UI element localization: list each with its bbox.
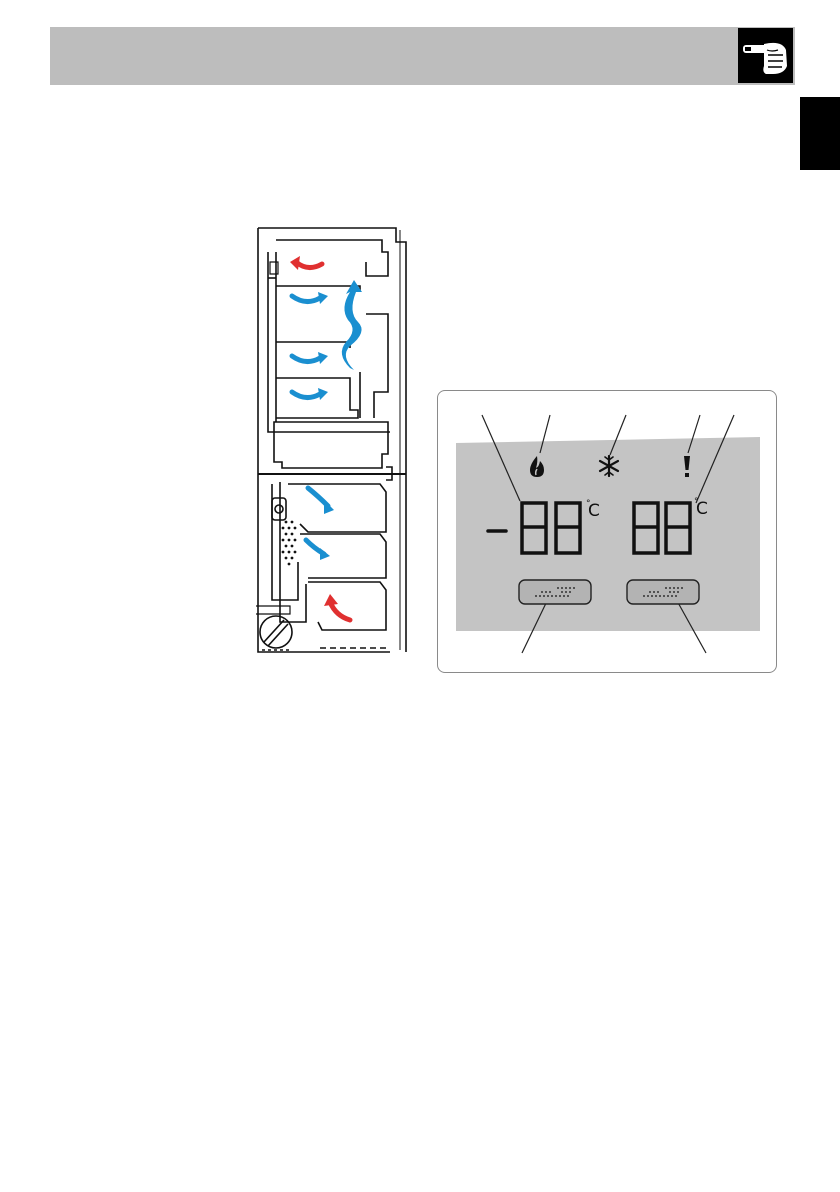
- hand-pointing-icon: [738, 28, 793, 83]
- left-zone-button[interactable]: [518, 579, 592, 605]
- section-tab: [800, 97, 840, 170]
- right-unit: C: [696, 499, 708, 519]
- right-zone-button[interactable]: [626, 579, 700, 605]
- snowflake-icon: [598, 455, 620, 477]
- eco-flame-icon: [526, 455, 548, 479]
- left-unit: C: [588, 501, 600, 521]
- lcd-control-panel: ° C ° C: [437, 390, 777, 673]
- alarm-exclamation-icon: [681, 455, 693, 479]
- header-bar: [50, 27, 795, 85]
- fridge-airflow-diagram: [250, 222, 410, 658]
